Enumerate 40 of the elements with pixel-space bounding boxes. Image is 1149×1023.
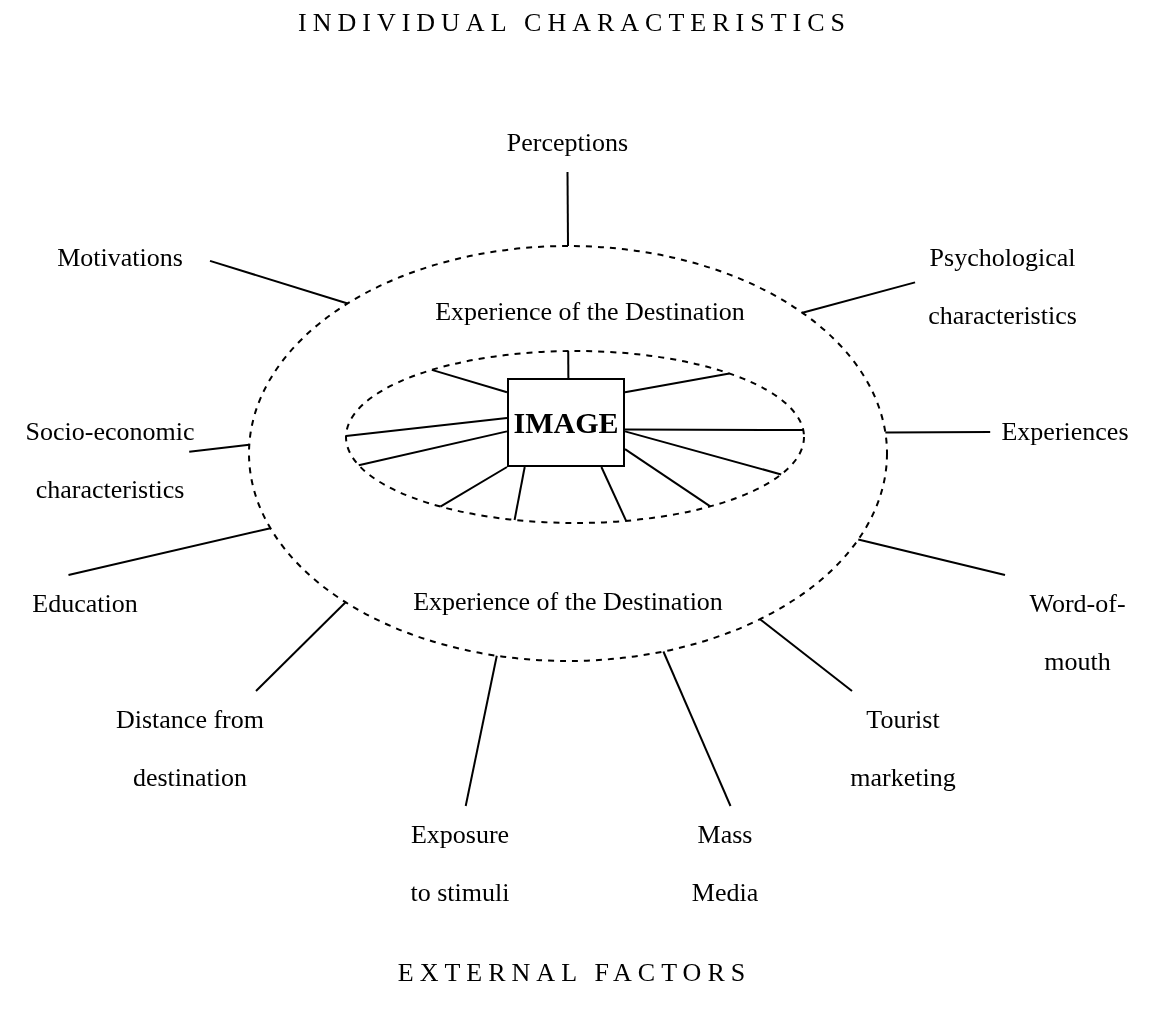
connector-line <box>357 430 508 467</box>
ellipse-label: Experience of the Destination <box>435 297 745 327</box>
ellipse-label: Experience of the Destination <box>413 587 723 617</box>
factor-label: Exposure to stimuli <box>403 806 517 922</box>
connector-line <box>345 417 508 438</box>
connector-line <box>430 368 508 394</box>
factor-label: Motivations <box>30 229 210 287</box>
factor-label: Experiences <box>980 403 1149 461</box>
connector-line <box>209 259 349 305</box>
connector-line <box>624 372 731 394</box>
connector-line <box>513 466 526 521</box>
factor-label: Mass Media <box>670 806 780 922</box>
connector-line <box>567 350 570 379</box>
connector-line <box>439 466 508 508</box>
connector-line <box>188 443 251 453</box>
factor-label: Socio-economic characteristics <box>0 403 220 519</box>
connector-line <box>67 527 272 576</box>
connector-line <box>624 430 783 476</box>
connector-line <box>759 618 853 692</box>
connector-line <box>884 431 992 434</box>
connector-line <box>624 448 712 508</box>
connector-line <box>464 654 498 807</box>
inner-ellipse <box>345 350 805 524</box>
factor-label: Perceptions <box>480 114 655 172</box>
factor-label: Distance from destination <box>90 691 290 807</box>
connector-line <box>600 466 628 522</box>
factor-label: Tourist marketing <box>828 691 978 807</box>
factor-label: Education <box>10 575 160 633</box>
connector-line <box>857 538 1006 576</box>
connector-line <box>662 650 732 807</box>
connector-line <box>801 281 917 314</box>
connector-line <box>624 428 805 432</box>
factor-label: Psychological characteristics <box>870 229 1135 345</box>
factor-label: Word-of-mouth <box>1005 575 1149 691</box>
outer-ellipse <box>248 245 888 662</box>
connector-line <box>566 171 569 247</box>
group-heading: EXTERNAL FACTORS <box>397 958 752 988</box>
group-heading: INDIVIDUAL CHARACTERISTICS <box>298 8 851 38</box>
connector-line <box>255 601 347 692</box>
image-box: IMAGE <box>507 378 625 467</box>
